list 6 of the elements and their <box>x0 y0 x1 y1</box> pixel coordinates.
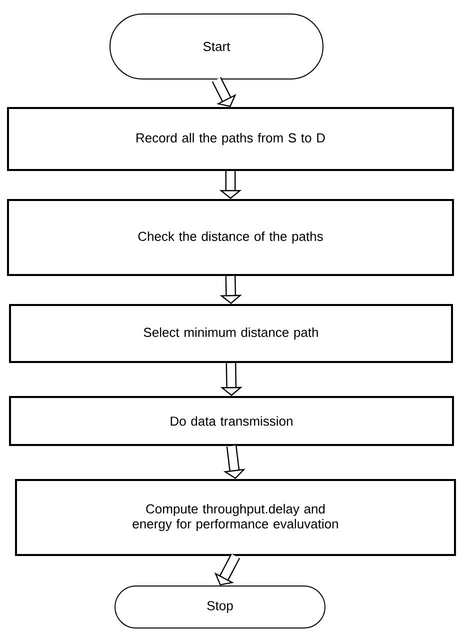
process-box: Compute throughput.delay and energy for performance evaluvation <box>15 479 456 556</box>
process-box: Check the distance of the paths <box>7 199 454 276</box>
process-box: Select minimum distance path <box>9 304 453 363</box>
process-box: Record all the paths from S to D <box>7 107 454 171</box>
process-box: Do data transmission <box>9 396 454 446</box>
hollow-arrow <box>212 77 236 107</box>
